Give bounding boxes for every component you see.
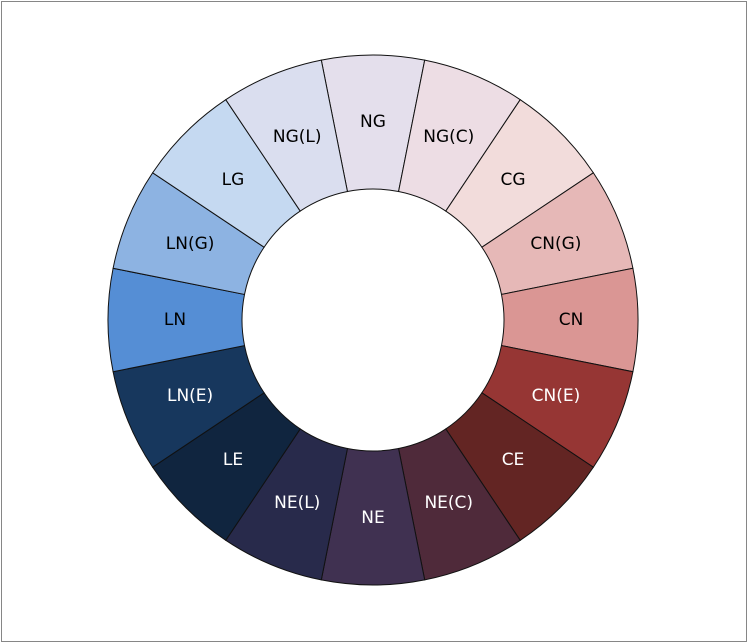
- segment-label: LN(G): [166, 234, 215, 254]
- segment-label: LN: [164, 310, 186, 330]
- segment-label: CE: [502, 450, 525, 470]
- segment-label: CN(G): [530, 234, 581, 254]
- segment-label: LG: [222, 170, 245, 190]
- segment-label: NE: [361, 508, 384, 528]
- labels-layer: NG NG(C) CG CN(G) CN CN(E) CE NE(C) NE NE(L) LE LN(…: [164, 112, 583, 528]
- segment-label: NG(C): [423, 127, 474, 147]
- segment-ng-l: [225, 59, 349, 212]
- segment-label: CN(E): [532, 386, 581, 406]
- segment-label: NG(L): [273, 127, 322, 147]
- segment-label: CN: [559, 310, 584, 330]
- segment-label: CG: [500, 170, 525, 190]
- segment-label: LN(E): [167, 386, 213, 406]
- segment-label: NE(L): [274, 493, 320, 513]
- segments-layer: [107, 54, 639, 586]
- segment-label: LE: [223, 450, 243, 470]
- segment-label: NE(C): [424, 493, 473, 513]
- segment-label: NG: [360, 112, 386, 132]
